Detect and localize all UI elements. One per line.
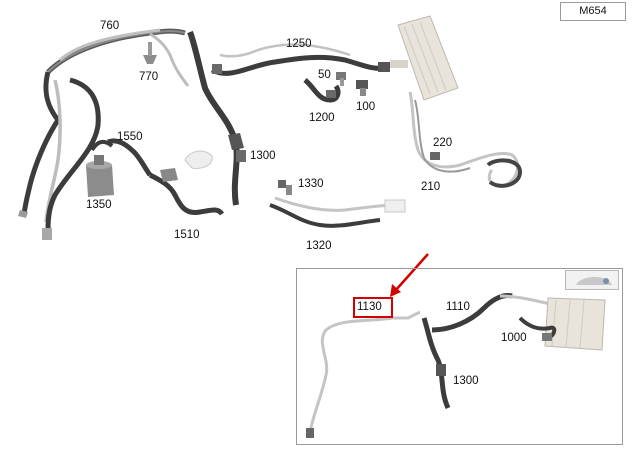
label-1510[interactable]: 1510	[174, 229, 200, 241]
hose-1550[interactable]	[107, 138, 153, 177]
hose-1200[interactable]	[303, 78, 341, 103]
label-1550[interactable]: 1550	[117, 131, 143, 143]
fitting-100[interactable]	[356, 80, 368, 96]
red-arrow-icon	[390, 253, 429, 297]
hose-1000[interactable]	[518, 316, 557, 341]
pipe-1320[interactable]	[269, 196, 406, 228]
fitting-220[interactable]	[430, 152, 440, 160]
label-770[interactable]: 770	[139, 71, 159, 83]
label-210[interactable]: 210	[421, 181, 441, 193]
fitting-1330[interactable]	[278, 180, 292, 195]
hose-760[interactable]	[18, 28, 190, 240]
inset-thumbnail	[565, 270, 619, 290]
label-1000[interactable]: 1000	[501, 332, 527, 344]
label-1330[interactable]: 1330	[298, 178, 324, 190]
inset-panel	[296, 268, 623, 445]
label-220[interactable]: 220	[433, 137, 453, 149]
hose-1250[interactable]	[210, 43, 390, 76]
label-1300[interactable]: 1300	[250, 150, 276, 162]
pipe-1130[interactable]	[306, 310, 421, 438]
label-1130[interactable]: 1130	[357, 301, 382, 313]
label-1320[interactable]: 1320	[306, 240, 332, 252]
label-1200[interactable]: 1200	[309, 112, 335, 124]
pipe-210[interactable]	[408, 91, 523, 188]
hose-1300-inset[interactable]	[421, 317, 451, 410]
inset-illustration	[306, 293, 606, 438]
hose-clip-770[interactable]	[143, 42, 157, 64]
heater-core[interactable]	[390, 15, 459, 101]
label-1300-inset[interactable]: 1300	[453, 375, 479, 387]
reservoir-1350[interactable]	[86, 139, 114, 197]
label-100[interactable]: 100	[356, 101, 376, 113]
label-50[interactable]: 50	[318, 69, 331, 81]
label-1250[interactable]: 1250	[286, 38, 312, 50]
fitting-50[interactable]	[336, 72, 346, 86]
vehicle-thumbnail-icon	[576, 277, 612, 285]
label-1110[interactable]: 1110	[446, 301, 470, 313]
highlight-box	[353, 297, 393, 318]
hose-1300[interactable]	[187, 30, 246, 206]
diagram-code-label: M654	[560, 2, 626, 21]
hose-1510[interactable]	[148, 150, 225, 216]
label-1350[interactable]: 1350	[86, 199, 112, 211]
label-760[interactable]: 760	[100, 20, 120, 32]
